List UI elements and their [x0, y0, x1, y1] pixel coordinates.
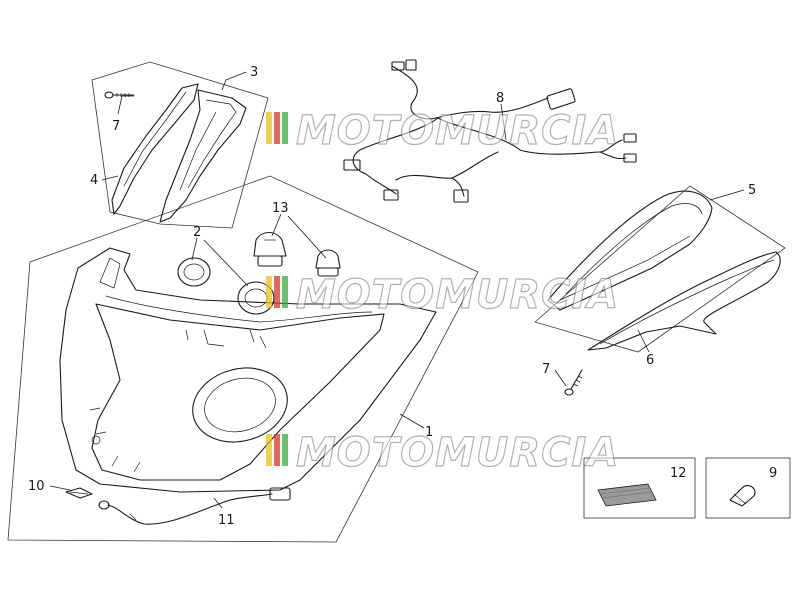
callout-10: 10 [28, 479, 45, 494]
watermark-bottom: MOTOMURCIA [266, 429, 619, 477]
callout-7-top: 7 [112, 119, 120, 134]
frame-part-9 [705, 457, 791, 519]
callout-12: 12 [670, 466, 687, 481]
part-10-socket [65, 487, 93, 499]
watermark-middle: MOTOMURCIA [266, 271, 619, 319]
watermark-text: MOTOMURCIA [296, 430, 619, 476]
callout-7-right: 7 [542, 362, 550, 377]
part-11-harness [98, 487, 291, 525]
callout-8: 8 [496, 91, 504, 106]
part-7-screw-right [564, 369, 583, 396]
callout-13: 13 [272, 201, 289, 216]
watermark-stripe-green [282, 434, 288, 466]
watermark-text: MOTOMURCIA [296, 272, 619, 318]
part-9-bulb [729, 485, 756, 507]
callout-9: 9 [769, 466, 777, 481]
frame-group-1 [7, 175, 479, 543]
watermark-stripe-red [274, 434, 280, 466]
callout-3: 3 [250, 65, 258, 80]
watermark-stripe-yellow [266, 276, 272, 308]
part-4-trim [111, 83, 199, 215]
part-13-bulbs [253, 231, 341, 277]
part-6-lower-trim [587, 251, 781, 351]
frame-group-5-6 [534, 185, 786, 353]
callout-6: 6 [646, 353, 654, 368]
part-12-pad [597, 483, 657, 507]
leader-lines [49, 71, 745, 509]
frame-part-12 [583, 457, 696, 519]
frame-group-3-4 [91, 61, 269, 229]
callout-5: 5 [748, 183, 756, 198]
callouts: 3 7 4 8 5 2 13 6 7 1 10 11 12 9 [28, 65, 777, 528]
part-1-headlight [59, 247, 437, 493]
callout-11: 11 [218, 513, 235, 528]
part-7-screw-top [104, 91, 135, 99]
callout-4: 4 [90, 173, 98, 188]
watermark-stripe-yellow [266, 434, 272, 466]
callout-1: 1 [425, 425, 433, 440]
watermark-top: MOTOMURCIA [266, 107, 619, 155]
watermark-stripe-green [282, 112, 288, 144]
part-5-upper-trim [547, 190, 713, 311]
watermark-stripe-red [274, 276, 280, 308]
callout-2: 2 [193, 225, 201, 240]
watermark-stripe-yellow [266, 112, 272, 144]
watermark-text: MOTOMURCIA [296, 108, 619, 154]
part-3-cover [159, 89, 247, 223]
watermark-stripe-green [282, 276, 288, 308]
watermark-stripe-red [274, 112, 280, 144]
part-8-wiring-harness [343, 59, 637, 203]
